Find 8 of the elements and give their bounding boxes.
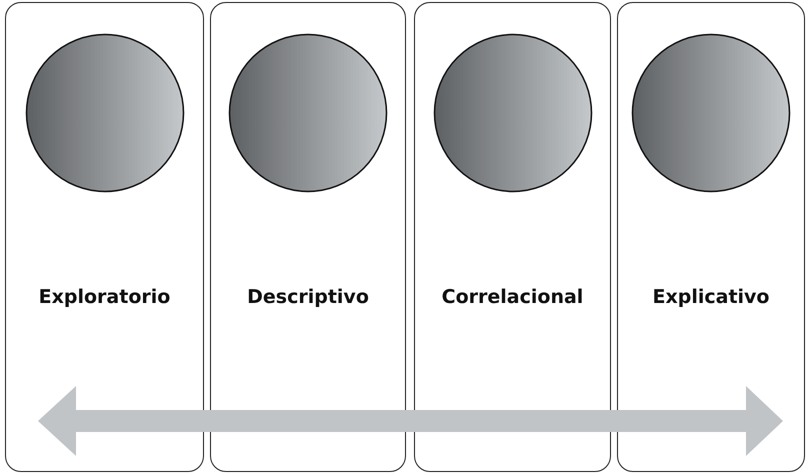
stage-label: Explicativo — [652, 286, 770, 308]
stage-label: Descriptivo — [247, 286, 369, 308]
stage-label: Exploratorio — [38, 286, 170, 308]
column-panel — [617, 2, 805, 472]
column-panel — [210, 2, 406, 472]
stage-label: Correlacional — [442, 286, 584, 308]
column-panel — [414, 2, 611, 472]
column-panel — [5, 2, 204, 472]
